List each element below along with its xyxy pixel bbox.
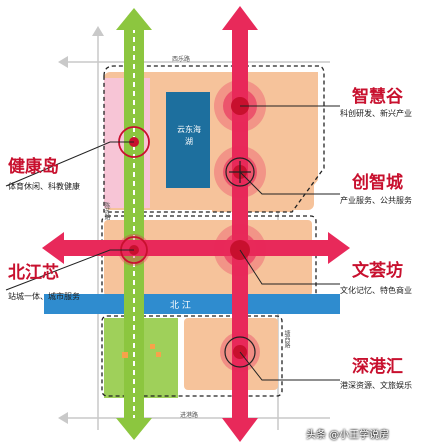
road-label-top: 西乐路 xyxy=(172,56,191,63)
district-title-shengganghui: 深港汇 xyxy=(352,357,403,377)
park-lake xyxy=(166,92,210,188)
red-arrow-left xyxy=(42,232,64,264)
green-arrow-up xyxy=(116,8,152,30)
red-arrow-right xyxy=(328,232,350,264)
district-title-chuangzhicheng: 创智城 xyxy=(352,173,403,193)
green-arrow-down xyxy=(116,418,152,440)
watermark: 头条 @小王学说房 xyxy=(306,430,390,441)
district-desc-wenhuifang: 文化记忆、特色商业 xyxy=(340,286,412,295)
district-title-wenhuifang: 文荟坊 xyxy=(352,261,403,281)
zone-south xyxy=(184,318,278,390)
leader-lines xyxy=(5,105,340,381)
river xyxy=(44,294,340,314)
red-axis-horizontal xyxy=(60,240,336,256)
road-label-bottom: 进港路 xyxy=(180,412,199,419)
green-zone-marks xyxy=(122,344,161,358)
red-axis-vertical xyxy=(232,24,248,424)
district-desc-zhihuigu: 科创研发、新兴产业 xyxy=(340,109,412,118)
road-label-east: 塘西路 xyxy=(283,330,290,348)
park-label: 云东海湖 xyxy=(177,125,201,146)
red-arrow-up xyxy=(222,6,258,30)
district-desc-shengganghui: 港深资源、文旅娱乐 xyxy=(340,381,412,390)
green-axis xyxy=(124,24,144,424)
river-label: 北 江 xyxy=(170,301,191,311)
district-title-zhihuigu: 智慧谷 xyxy=(352,87,403,107)
district-desc-jiankangdao: 体育休闲、科教健康 xyxy=(8,182,80,191)
zone-central xyxy=(104,220,312,296)
district-title-beijiangxin: 北江芯 xyxy=(8,263,59,283)
district-title-jiankangdao: 健康岛 xyxy=(8,157,59,177)
road-label-west: 陈苏路 xyxy=(103,202,110,220)
road-arrows xyxy=(58,26,104,424)
district-desc-beijiangxin: 站城一体、城市服务 xyxy=(8,292,80,301)
red-arrow-down xyxy=(222,418,258,442)
district-desc-chuangzhicheng: 产业服务、公共服务 xyxy=(340,196,412,205)
